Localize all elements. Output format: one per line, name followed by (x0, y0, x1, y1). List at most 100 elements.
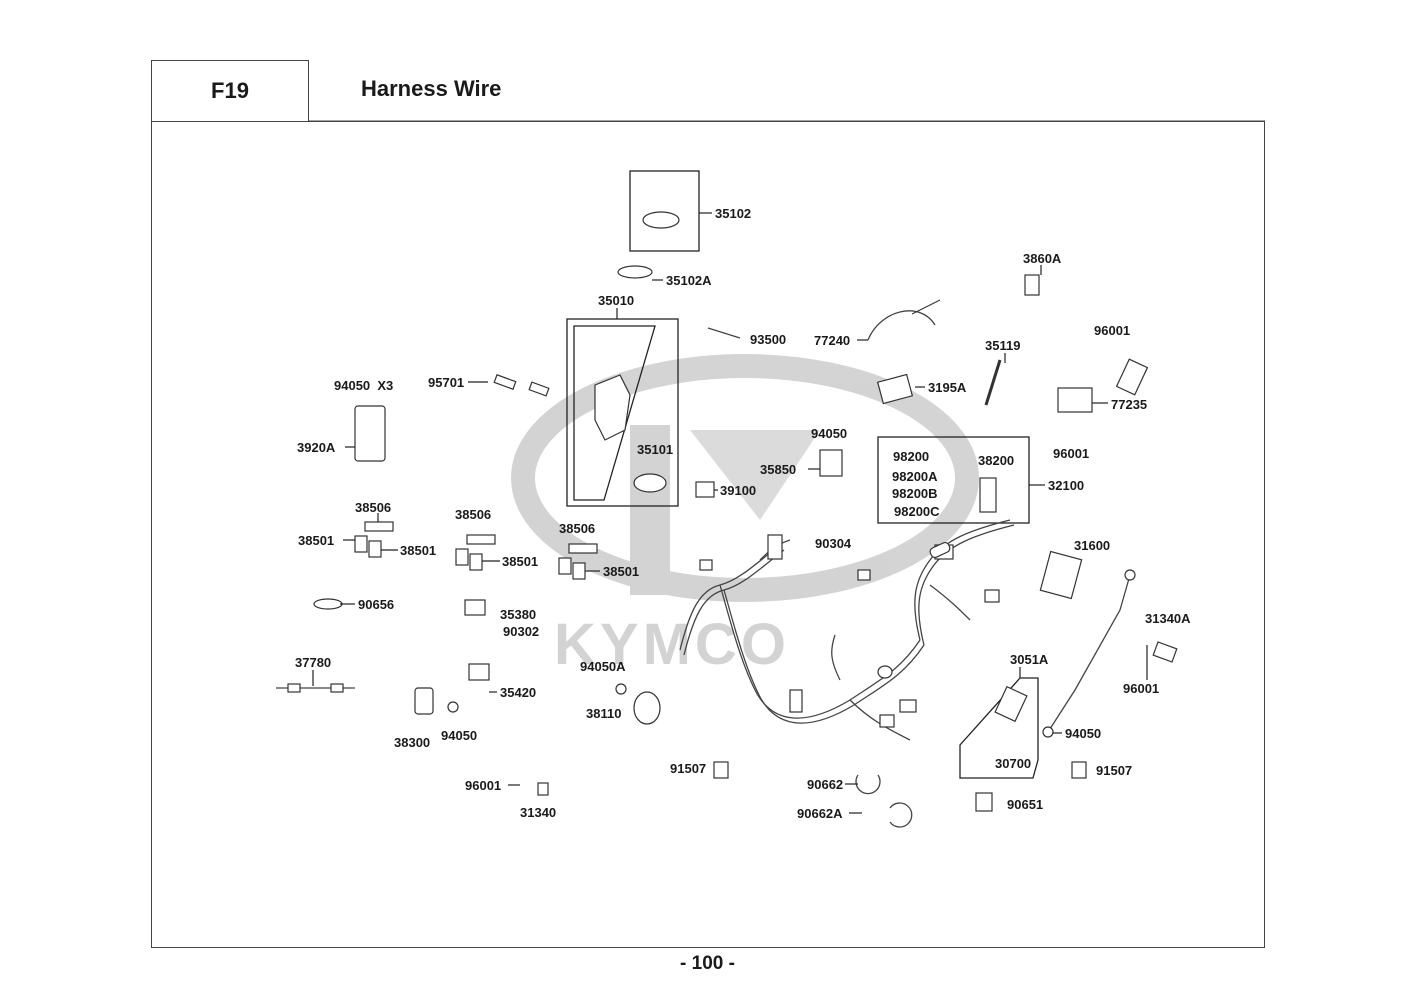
kymco-watermark: KYMCO (511, 354, 979, 677)
fuse-38501 (368, 540, 382, 558)
callout-label: 31340 (520, 805, 556, 820)
callout-label: 90656 (358, 597, 394, 612)
harness-connector (879, 714, 895, 728)
harness-segment (683, 549, 785, 656)
harness-connector (699, 559, 713, 571)
rectifier-35850 (819, 449, 843, 477)
harness-connector (899, 699, 917, 713)
sensor-31340 (537, 782, 549, 796)
box-3051A (959, 677, 1039, 779)
callout-label: 98200A (892, 469, 938, 484)
callout-label: 35102 (715, 206, 751, 221)
tube-35119 (984, 359, 1002, 406)
wire-harness (679, 519, 1015, 741)
fuse-38506 (568, 543, 598, 554)
bracket-77235 (1057, 387, 1093, 413)
fuse-holder-38200 (979, 477, 997, 513)
cable-77240-arrow (911, 299, 941, 315)
watermark-wedge (690, 430, 820, 520)
harness-segment (929, 584, 971, 621)
callout-label: 96001 (1094, 323, 1130, 338)
callout-label: 94050A (580, 659, 626, 674)
callout-label: 96001 (1123, 681, 1159, 696)
switch-35380 (464, 599, 486, 616)
relay-3195A (876, 373, 914, 405)
relay-35420 (468, 663, 490, 681)
callout-label: 38200 (978, 453, 1014, 468)
harness-segment (914, 519, 1011, 641)
clip-91507 (713, 761, 729, 779)
fuse-38501 (354, 535, 368, 553)
callout-label: 96001 (1053, 446, 1089, 461)
watermark-ellipse (511, 354, 979, 602)
lock-cap-35101 (633, 473, 667, 493)
callout-label: 35850 (760, 462, 796, 477)
regulator-31600 (1039, 550, 1083, 600)
callout-label: 94050 (441, 728, 477, 743)
harness-connector (789, 689, 803, 713)
fuse-38501 (455, 548, 469, 566)
fuse-38506 (364, 521, 394, 532)
callout-label: 3051A (1010, 652, 1049, 667)
clip-91507 (1071, 761, 1087, 779)
wire-93500 (707, 327, 741, 339)
clip-90651 (975, 792, 993, 812)
harness-connector (767, 534, 783, 560)
ignition-cap-part (642, 211, 680, 229)
callout-label: 31340A (1145, 611, 1191, 626)
callout-label: 90662A (797, 806, 843, 821)
horn-38110 (633, 691, 661, 725)
clip-90662A (889, 802, 913, 828)
callout-label: 38506 (355, 500, 391, 515)
box-35101-split (573, 325, 656, 501)
callout-label: 38501 (400, 543, 436, 558)
harness-filter (929, 541, 951, 559)
clip-90662 (855, 774, 881, 795)
bolt-95701 (493, 374, 517, 390)
page-title: Harness Wire (361, 76, 502, 101)
watermark-bar (630, 425, 670, 595)
callout-label: 98200 (893, 449, 929, 464)
callout-label: 39100 (720, 483, 756, 498)
bracket-77235b (1115, 358, 1149, 396)
cable-terminal (1124, 569, 1136, 581)
callout-label: 98200C (894, 504, 940, 519)
harness-connector (857, 569, 871, 581)
clamp-90656 (313, 598, 343, 610)
callout-label: 77235 (1111, 397, 1147, 412)
harness-segment (723, 589, 925, 724)
callout-label: 38506 (559, 521, 595, 536)
callout-label: 90662 (807, 777, 843, 792)
callout-label: 90302 (503, 624, 539, 639)
sensor-31340A (1152, 641, 1178, 663)
callout-label: 96001 (465, 778, 501, 793)
ignition-switch (594, 374, 631, 441)
callout-label: 91507 (1096, 763, 1132, 778)
cable-terminal (1042, 726, 1054, 738)
sensor-3860A (1024, 274, 1040, 296)
harness-segment (918, 524, 1015, 646)
fuse-38501 (558, 557, 572, 575)
box-35102 (629, 170, 700, 252)
callout-label: 91507 (670, 761, 706, 776)
callout-label: 3920A (297, 440, 336, 455)
harness-grommet (877, 665, 893, 679)
harness-segment (679, 544, 781, 651)
fuse-38506 (466, 534, 496, 545)
cable-37780-socket (330, 683, 344, 693)
cable-77240 (867, 310, 936, 341)
callout-label: 32100 (1048, 478, 1084, 493)
ignition-coil-3051A (994, 685, 1028, 723)
ground-cable (1047, 574, 1131, 733)
callout-label: 37780 (295, 655, 331, 670)
callout-label: 38506 (455, 507, 491, 522)
leader-lines (312, 212, 1148, 814)
harness-connector (984, 589, 1000, 603)
callout-label: 31600 (1074, 538, 1110, 553)
callout-label: 35101 (637, 442, 673, 457)
section-code: F19 (151, 60, 309, 121)
ecu-3920A (354, 405, 386, 462)
callout-label: 90304 (815, 536, 852, 551)
callout-label: 38110 (586, 706, 621, 721)
